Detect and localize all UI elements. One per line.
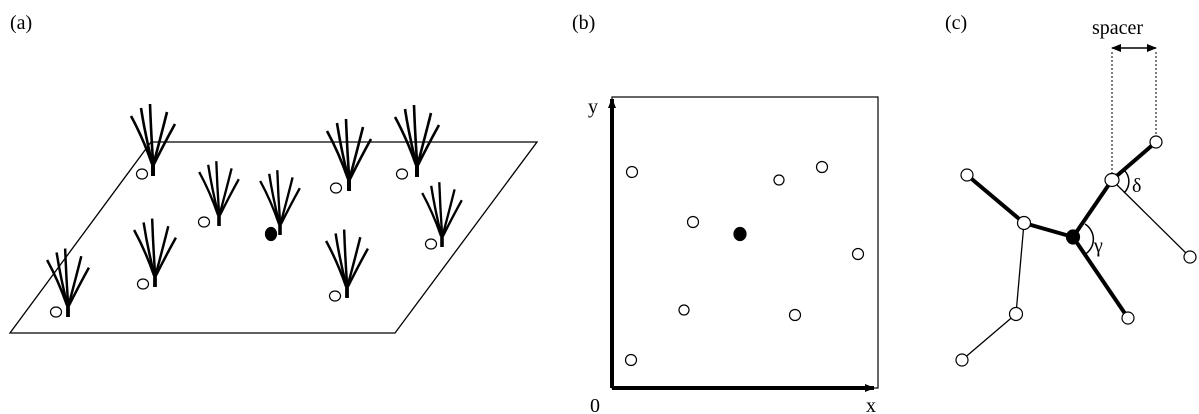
branch-segment xyxy=(1023,221,1074,239)
tiller-node xyxy=(955,353,969,367)
panel-c: (c) spacer γ δ xyxy=(945,12,1197,367)
branch-segment xyxy=(1111,179,1191,258)
tiller-node xyxy=(960,168,974,182)
tiller-nodes xyxy=(955,135,1197,367)
panel-a-label: (a) xyxy=(10,12,32,34)
tiller-circle xyxy=(49,306,63,318)
grass-icon xyxy=(324,227,370,300)
tiller-node xyxy=(1183,250,1197,264)
tiller-circle xyxy=(329,182,343,194)
tiller-node xyxy=(1149,135,1163,149)
grass-icon xyxy=(393,103,441,179)
thin-branches xyxy=(961,179,1191,361)
tiller-node xyxy=(1008,306,1024,322)
branch-segment xyxy=(1071,178,1114,239)
delta-label: δ xyxy=(1132,175,1141,197)
tiller-circle xyxy=(136,278,150,290)
tiller-node xyxy=(1104,172,1120,188)
panel-b: (b) y x 0 xyxy=(572,12,879,414)
panel-c-label: (c) xyxy=(945,12,967,34)
gamma-angle-arc xyxy=(1083,223,1095,256)
tiller-point xyxy=(851,247,865,261)
focal-tiller-node xyxy=(1065,229,1081,245)
grass-icon xyxy=(420,180,464,249)
branch-segment xyxy=(1071,235,1130,320)
tiller-point xyxy=(625,165,639,179)
tiller-point xyxy=(678,304,690,316)
tiller-circle xyxy=(395,168,409,180)
tiller-point xyxy=(686,215,700,229)
focal-tiller-point xyxy=(733,226,747,242)
grass-icon xyxy=(45,246,91,319)
branch-segment xyxy=(1110,140,1158,182)
spacer-label: spacer xyxy=(1092,17,1143,39)
plot-frame xyxy=(611,96,879,389)
panel-a: (a) xyxy=(8,12,539,334)
tiller-circle xyxy=(135,168,149,180)
branch-segment xyxy=(1015,222,1025,315)
origin-label: 0 xyxy=(590,395,600,414)
tiller-node xyxy=(1121,311,1135,325)
grass-icon xyxy=(197,159,241,228)
grass-tufts xyxy=(45,102,464,319)
tiller-circle xyxy=(328,290,342,302)
grass-icon xyxy=(258,168,302,237)
tiller-points xyxy=(624,160,865,367)
grass-icon xyxy=(325,117,373,193)
gamma-label: γ xyxy=(1093,235,1103,257)
thick-branches xyxy=(965,140,1158,320)
grass-icon xyxy=(132,216,178,289)
branch-segment xyxy=(961,313,1017,361)
tiller-circle xyxy=(197,216,211,228)
tiller-circle xyxy=(424,238,438,250)
tiller-node xyxy=(1016,215,1032,231)
tiller-point xyxy=(624,353,638,367)
y-axis-label: y xyxy=(588,96,598,118)
branch-segment xyxy=(965,173,1026,225)
grass-icon xyxy=(129,102,177,178)
panel-b-label: (b) xyxy=(572,12,595,34)
tiller-point xyxy=(788,308,802,322)
tiller-point xyxy=(815,160,829,174)
focal-tiller-dot xyxy=(264,226,278,242)
tiller-point xyxy=(773,174,785,186)
tiller-circles xyxy=(49,168,438,318)
delta-angle-arc xyxy=(1123,169,1130,194)
x-axis-label: x xyxy=(866,395,876,414)
